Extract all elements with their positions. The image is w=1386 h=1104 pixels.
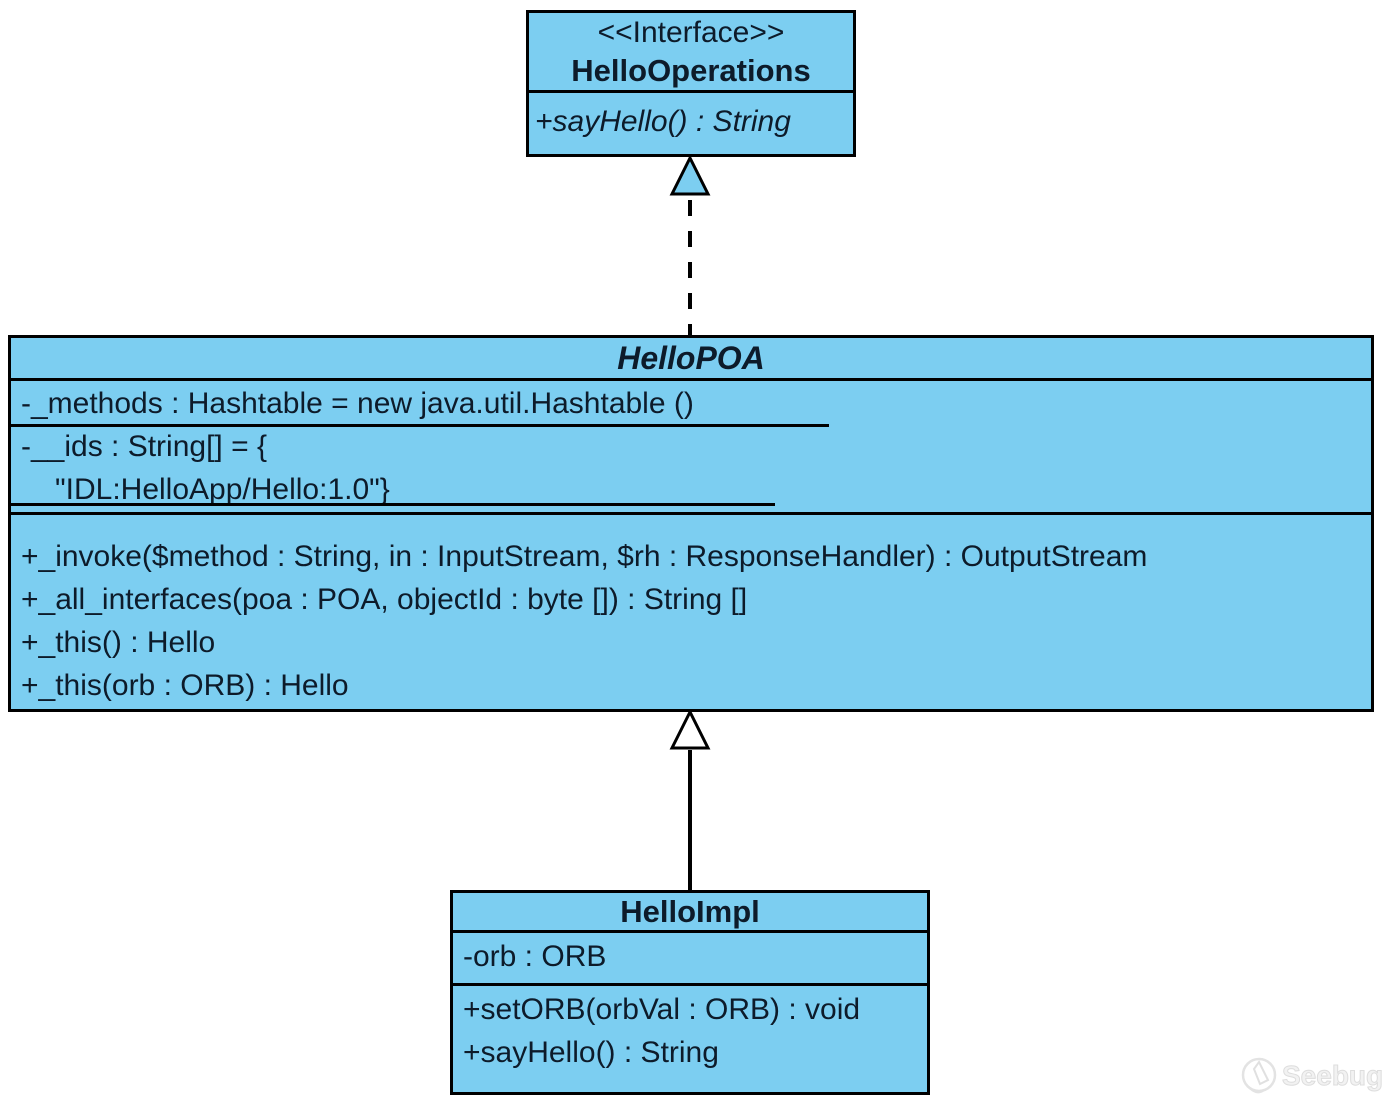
methods-compartment: +setORB(orbVal : ORB) : void +sayHello()… xyxy=(453,983,927,1092)
method-item: +sayHello() : String xyxy=(535,105,791,138)
method-item: +setORB(orbVal : ORB) : void xyxy=(463,993,861,1026)
hollow-triangle-arrowhead-icon xyxy=(669,156,711,196)
class-name-hellooperations: HelloOperations xyxy=(571,53,811,88)
class-header: HelloPOA xyxy=(11,338,1371,378)
method-item: +_this(orb : ORB) : Hello xyxy=(21,669,349,702)
method-item: +_all_interfaces(poa : POA, objectId : b… xyxy=(21,583,748,616)
attribute-item: "IDL:HelloApp/Hello:1.0"} xyxy=(55,473,390,506)
static-member-underline xyxy=(11,503,775,506)
class-box-hellooperations[interactable]: <<Interface>> HelloOperations +sayHello(… xyxy=(526,10,856,157)
realization-arrow[interactable] xyxy=(667,156,713,336)
attributes-compartment: -orb : ORB xyxy=(453,930,927,983)
class-header: HelloImpl xyxy=(453,893,927,930)
seebug-logo-icon xyxy=(1241,1057,1277,1094)
methods-compartment: +_invoke($method : String, in : InputStr… xyxy=(11,512,1371,709)
stereotype-label: <<Interface>> xyxy=(597,16,785,49)
class-box-hellopoa[interactable]: HelloPOA -_methods : Hashtable = new jav… xyxy=(8,335,1374,712)
watermark-label: Seebug xyxy=(1282,1060,1383,1091)
method-item: +_this() : Hello xyxy=(21,626,216,659)
class-header: <<Interface>> HelloOperations xyxy=(529,13,853,90)
attributes-compartment: -_methods : Hashtable = new java.util.Ha… xyxy=(11,378,1371,512)
seebug-watermark: Seebug xyxy=(1241,1057,1384,1094)
class-box-helloimpl[interactable]: HelloImpl -orb : ORB +setORB(orbVal : OR… xyxy=(450,890,930,1095)
attribute-item: -_methods : Hashtable = new java.util.Ha… xyxy=(21,387,694,420)
attribute-item: -orb : ORB xyxy=(463,940,607,973)
method-item: +_invoke($method : String, in : InputStr… xyxy=(21,540,1148,573)
class-name-hellopoa: HelloPOA xyxy=(617,340,765,376)
method-item: +sayHello() : String xyxy=(463,1036,719,1069)
static-member-underline xyxy=(11,424,829,427)
methods-compartment: +sayHello() : String xyxy=(529,90,853,154)
attribute-item: -__ids : String[] = { xyxy=(21,430,267,463)
hollow-triangle-arrowhead-icon xyxy=(669,710,711,750)
generalization-arrow[interactable] xyxy=(667,710,713,892)
class-name-helloimpl: HelloImpl xyxy=(620,894,760,929)
